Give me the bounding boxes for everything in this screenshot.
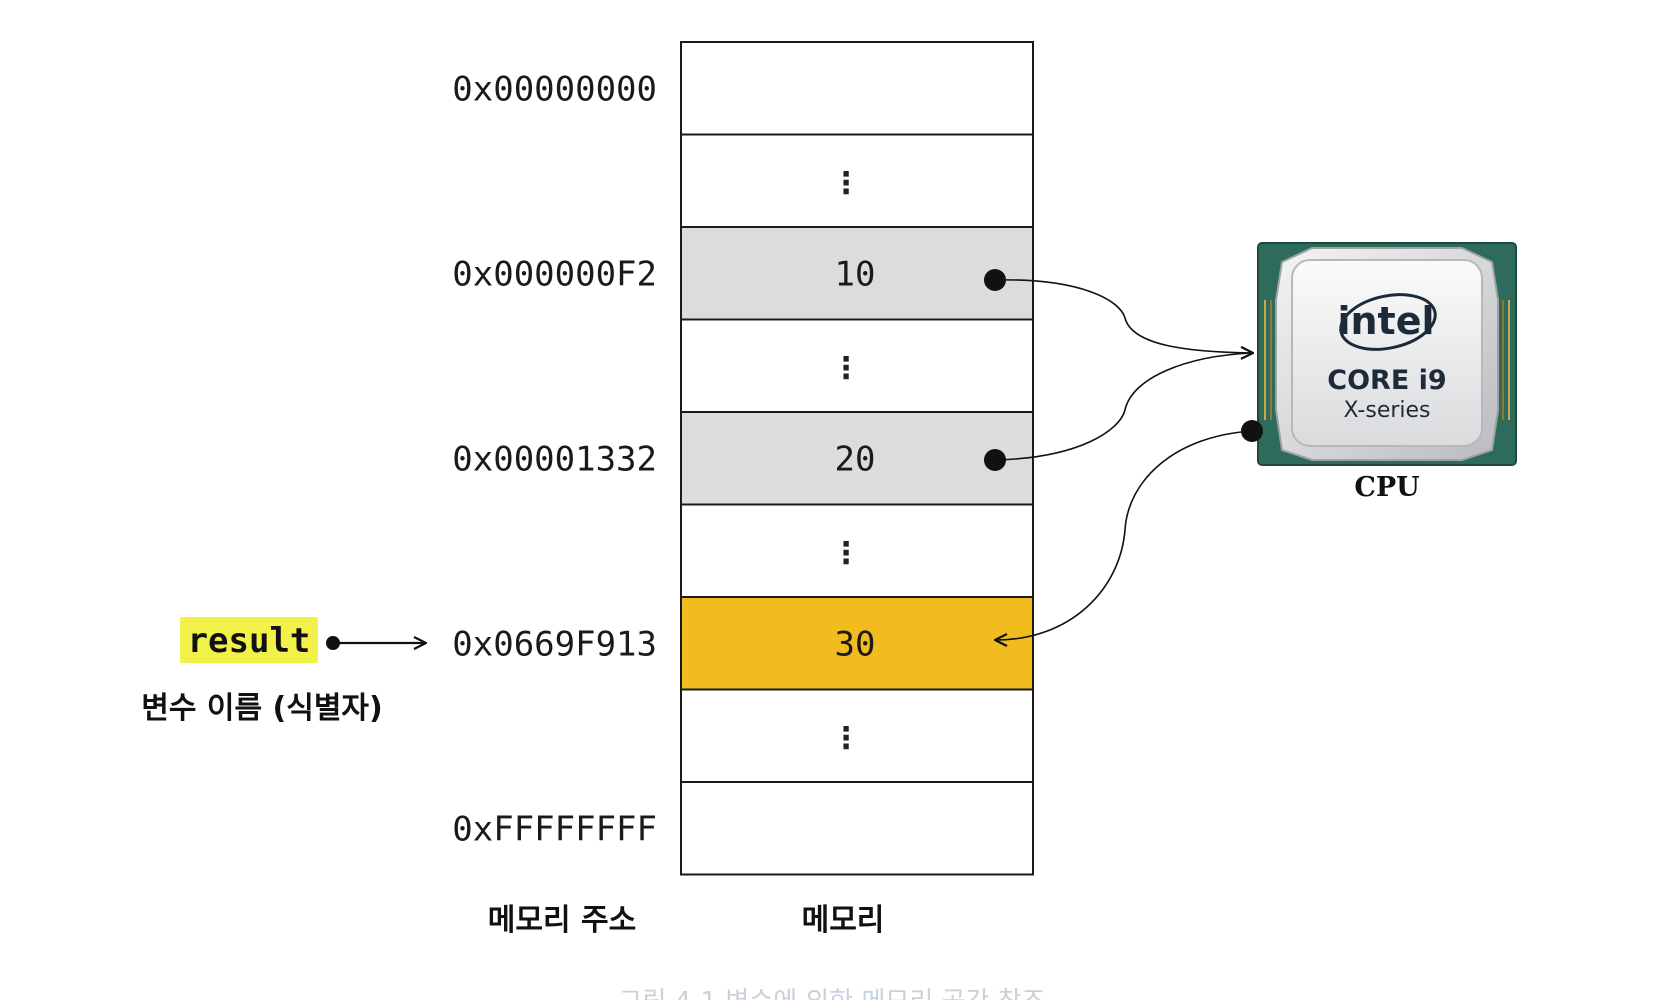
figure-caption: 그림 4-1 변수에 의한 메모리 공간 참조 xyxy=(619,987,1046,1000)
memory-address: 0x0669F913 xyxy=(452,624,657,664)
memory-address: 0xFFFFFFFF xyxy=(452,809,657,849)
variable-name: result xyxy=(188,621,311,661)
memory-address: 0x000000F2 xyxy=(452,254,657,294)
memory-cell-value: 30 xyxy=(835,624,876,664)
memory-address-list: 0x00000000 0x000000F2 0x00001332 0x0669F913… xyxy=(452,69,657,849)
memory-column-label: 메모리 xyxy=(802,903,885,938)
cpu-model: CORE i9 xyxy=(1327,365,1446,396)
memory-ellipsis: ⋮ xyxy=(831,536,861,571)
result-arrow xyxy=(996,430,1253,640)
memory-cell xyxy=(680,226,1034,321)
data-flow-arrows xyxy=(984,269,1263,640)
memory-cell-value: 20 xyxy=(835,439,876,479)
cpu-series: X-series xyxy=(1343,398,1430,423)
variable-name-caption: 변수 이름 (식별자) xyxy=(141,691,383,726)
memory-ellipsis: ⋮ xyxy=(831,351,861,386)
memory-address: 0x00001332 xyxy=(452,439,657,479)
memory-ellipsis: ⋮ xyxy=(831,721,861,756)
operand-1-arrow xyxy=(994,279,1252,353)
memory-cell xyxy=(680,503,1034,598)
memory-table: ⋮ 10 ⋮ 20 ⋮ 30 ⋮ xyxy=(680,41,1034,876)
memory-cell xyxy=(680,781,1034,876)
memory-address: 0x00000000 xyxy=(452,69,657,109)
memory-address-column-label: 메모리 주소 xyxy=(488,903,636,938)
cpu-label: CPU xyxy=(1354,472,1419,503)
operand-2-arrow xyxy=(994,352,1253,461)
memory-cell xyxy=(680,411,1034,506)
memory-cell-value: 10 xyxy=(835,254,876,294)
intel-logo-ring xyxy=(1339,293,1437,351)
cpu-chip-image: intel CORE i9 X-series xyxy=(1257,242,1517,466)
cpu-brand: intel xyxy=(1337,299,1434,343)
cpu-contacts xyxy=(1264,300,1510,420)
memory-cell xyxy=(680,133,1034,228)
memory-cell xyxy=(680,41,1034,136)
memory-ellipsis: ⋮ xyxy=(831,166,861,201)
memory-cell xyxy=(680,596,1034,691)
memory-cell xyxy=(680,318,1034,413)
variable-name-highlight xyxy=(180,617,318,663)
